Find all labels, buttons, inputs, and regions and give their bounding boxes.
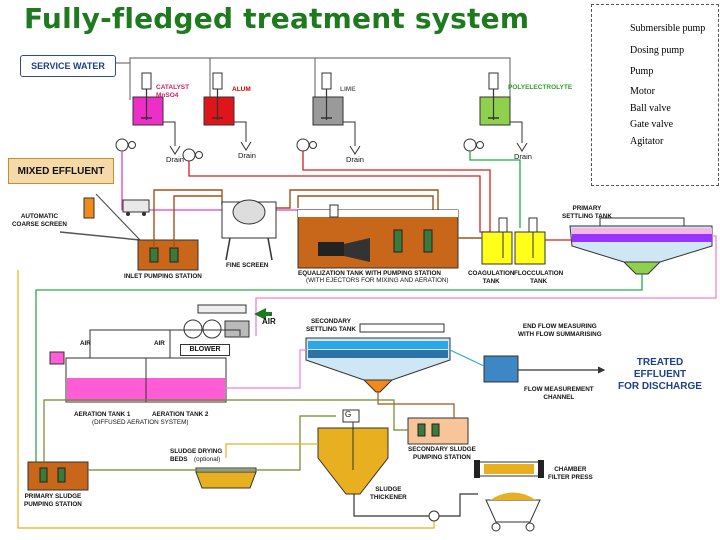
drain-label-3: Drain [346,155,364,164]
flow-measurement [449,349,606,383]
primary-sludge-label: PRIMARY SLUDGE PUMPING STATION [24,493,82,508]
filter-press-label: CHAMBER FILTER PRESS [548,466,593,481]
blower-label: BLOWER [180,344,230,356]
secondary-sludge-ps [407,417,469,445]
secondary-sludge-label: SECONDARY SLUDGE PUMPING STATION [408,446,476,461]
sewage-lines [153,189,439,248]
primary-return-lines [35,235,717,462]
fine-screen [221,199,277,261]
flow-channel-label: FLOW MEASUREMENT CHANNEL [524,386,594,401]
coarse-screen [59,193,150,241]
primary-settling-label: PRIMARY SETTLING TANK [562,205,612,220]
chem-alum: ALUM [232,86,251,93]
legend-agitator: Agitator [630,136,664,147]
diffused-label: (DIFFUSED AERATION SYSTEM) [92,419,189,426]
sludge-thickener-label: SLUDGE THICKENER [370,486,407,501]
legend-submersible-pump: Submersible pump [630,23,706,34]
coarse-screen-label: AUTOMATIC COARSE SCREEN [12,213,67,228]
alum-tank [203,72,235,126]
coagulation-label: COAGULATION TANK [468,270,515,285]
sludge-lines [17,270,478,529]
equalization-tank [297,204,459,269]
air-label-main: AIR [262,317,276,326]
blower-assembly [183,304,272,339]
drain-label-4: Drain [514,152,532,161]
thickener-g-label: G [345,410,352,419]
sludge-thickener [317,409,389,495]
optional-label: (optional) [194,456,221,463]
legend-ball-valve: Ball valve [630,103,671,114]
chamber-filter-press [474,460,544,532]
drain-label-2: Drain [238,151,256,160]
service-water-label: SERVICE WATER [20,55,116,77]
aeration-to-secondary [226,349,306,389]
coagulation-flocculation [481,217,546,265]
fine-screen-label: FINE SCREEN [226,262,269,269]
secondary-settling-label: SECONDARY SETTLING TANK [306,318,356,333]
sludge-drying-label: SLUDGE DRYING BEDS [170,448,223,463]
mixed-effluent-label: MIXED EFFLUENT [8,158,114,184]
inlet-pumping-label: INLET PUMPING STATION [124,273,202,280]
polyelectrolyte-tank [479,72,511,126]
chem-lime: LIME [340,86,356,93]
chem-catalyst: CATALYST MnSO4 [156,84,190,99]
legend-gate-valve: Gate valve [630,119,674,130]
secondary-settling-tank [305,323,451,393]
aeration-tank-2-label: AERATION TANK 2 [152,411,209,418]
legend-motor: Motor [630,86,655,97]
service-water-pipe [114,57,511,100]
legend-dosing-pump: Dosing pump [630,45,685,56]
page-title: Fully-fledged treatment system [24,2,530,35]
aeration-tank-1-label: AERATION TANK 1 [74,411,131,418]
legend-pump: Pump [630,66,654,77]
lime-tank [312,72,344,126]
sludge-drying-beds [195,467,257,489]
catalyst-tank [132,72,164,126]
chem-polyelectrolyte: POLYELECTROLYTE [508,84,573,91]
inlet-pumping-station [137,239,199,271]
equalization-sub-label: (WITH EJECTORS FOR MIXING AND AERATION) [306,277,449,284]
equalization-label: EQUALIZATION TANK WITH PUMPING STATION [298,270,441,277]
primary-sludge-ps [27,461,89,491]
aeration-tanks [49,351,227,403]
drain-label-1: Drain [166,155,184,164]
flocculation-label: FLOCCULATION TANK [514,270,564,285]
air-label-1: AIR [80,340,91,347]
legend: Submersible pump Dosing pump Pump Motor … [591,4,719,186]
primary-settling-tank [569,217,713,275]
sludge-pump [428,510,440,522]
air-label-2: AIR [154,340,165,347]
end-flow-label: END FLOW MEASURING WITH FLOW SUMMARISING [518,323,602,338]
treated-effluent-label: TREATED EFFLUENT FOR DISCHARGE [618,357,702,392]
drain-valves [163,121,528,155]
